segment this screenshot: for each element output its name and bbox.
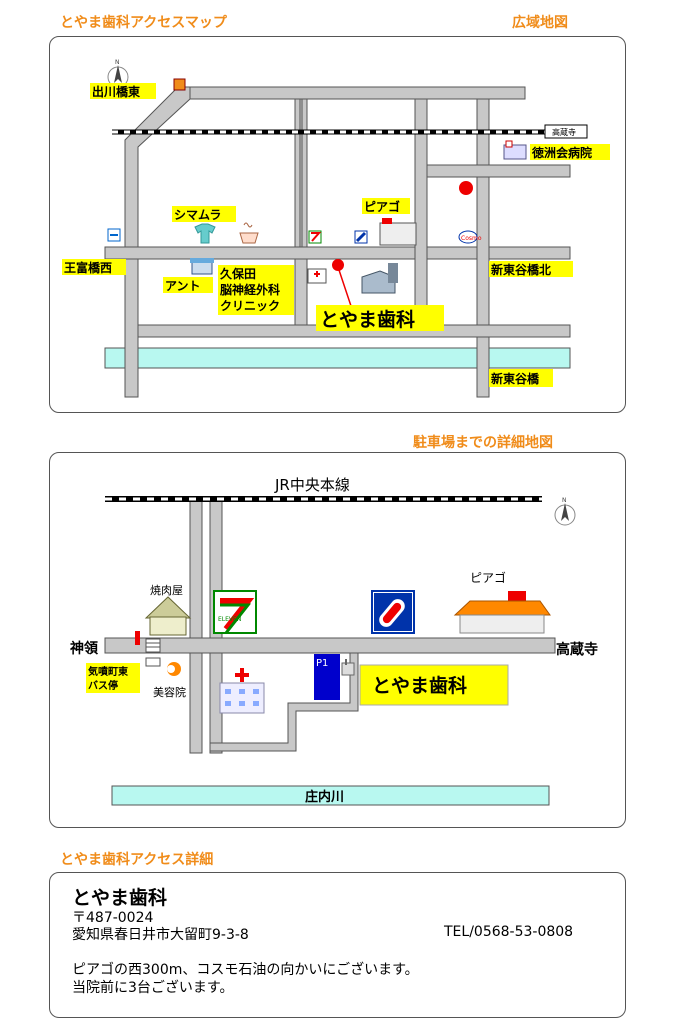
bowl-icon [239,222,259,244]
detail-map: JR中央本線 N 焼肉屋 ELEVEN ピアゴ [49,452,626,828]
factory-icon [361,263,398,294]
wide-map-svg: N 出川橋東 高蔵寺 徳洲会病院 ピアゴ シマムラ [62,59,610,398]
label-clinic-2: 脳神経外科 [220,282,280,297]
lawson-icon [354,230,368,244]
label-tokushukai: 徳洲会病院 [531,145,592,160]
clinic-name: とやま歯科 [72,887,168,909]
address: 愛知県春日井市大留町9-3-8 [72,927,249,943]
info-box: とやま歯科 〒487-0024 愛知県春日井市大留町9-3-8 TEL/0568… [49,872,626,1018]
hand-pointer-icon [341,659,355,676]
label-biyouin: 美容院 [153,685,186,699]
road [414,98,428,338]
compass-label: N [562,497,567,504]
piago-building-icon [453,591,551,634]
signal-icon [107,228,121,242]
map2-title: 駐車場までの詳細地図 [413,435,553,451]
compass-icon: N [107,59,129,88]
label-demachi: 出川橋東 [92,84,140,99]
shop-icon [459,181,473,195]
house-icon [144,596,192,636]
bus-stop-sign [135,631,140,645]
label-toyama: とやま歯科 [372,674,467,697]
road [104,246,571,260]
crosswalk [145,638,161,653]
label-piago: ピアゴ [364,199,400,214]
map1-subtitle: 広域地図 [512,15,568,31]
compass-label: N [115,59,120,66]
piago-building-icon [379,218,417,246]
description-line-1: ピアゴの西300m、コスモ石油の向かいにございます。 [72,962,419,978]
label-clinic-3: クリニック [220,299,280,313]
label-clinic-1: 久保田 [220,266,256,281]
wide-area-map: N 出川橋東 高蔵寺 徳洲会病院 ピアゴ シマムラ [49,36,626,413]
clinic-building-icon [307,268,327,284]
label-toyama: とやま歯科 [320,308,415,331]
phone-number: TEL/0568-53-0808 [444,924,574,940]
salon-icon [167,662,181,676]
location-pin-icon [332,259,344,271]
postal-code: 〒487-0024 [72,910,154,926]
label-oomi: 王富橋西 [64,260,112,275]
label-shimamura: シマムラ [174,208,221,222]
ant-building-icon [190,258,214,275]
road [189,500,203,754]
label-shin-tanibashi: 新東谷橋 [491,371,540,386]
shirt-icon [194,223,216,244]
label-ant: アント [165,279,201,293]
bus-stop-box [145,657,161,667]
road [426,164,571,178]
label-yakiniku: 焼肉屋 [150,584,183,597]
label-takakura-station: 高蔵寺 [552,127,576,137]
parking-lot [314,654,340,700]
lawson-icon [371,590,415,634]
label-bus-2: バス停 [88,679,118,692]
description-line-2: 当院前に3台ございます。 [72,980,234,996]
label-takakura: 高蔵寺 [556,641,598,658]
label-bus-1: 気噴町東 [87,665,128,678]
map1-title: とやま歯科アクセスマップ [60,15,227,31]
river [111,785,550,806]
river [104,347,571,369]
label-shin-kitabashi: 新東谷橋北 [491,262,551,277]
detail-map-svg: JR中央本線 N 焼肉屋 ELEVEN ピアゴ [70,476,598,806]
seven-eleven-icon: ELEVEN [213,590,257,634]
compass-icon: N [554,497,576,526]
road [294,98,308,248]
cosmo-icon: Cosmo [458,230,482,244]
label-river: 庄内川 [305,789,344,805]
road [179,86,526,100]
road [476,98,490,398]
traffic-icon [173,78,186,91]
eleven-label: ELEVEN [218,616,241,623]
label-piago: ピアゴ [470,570,506,585]
cosmo-label: Cosmo [461,235,482,242]
hospital-icon [503,140,527,160]
label-jr-line: JR中央本線 [274,476,350,494]
label-parking: P1 [316,658,328,669]
label-kanryo: 神領 [70,640,99,657]
road [209,652,359,752]
station-sign [544,124,588,139]
road [104,637,556,654]
hospital-icon [219,668,265,714]
seven-eleven-icon [308,230,322,244]
info-title: とやま歯科アクセス詳細 [60,852,214,868]
